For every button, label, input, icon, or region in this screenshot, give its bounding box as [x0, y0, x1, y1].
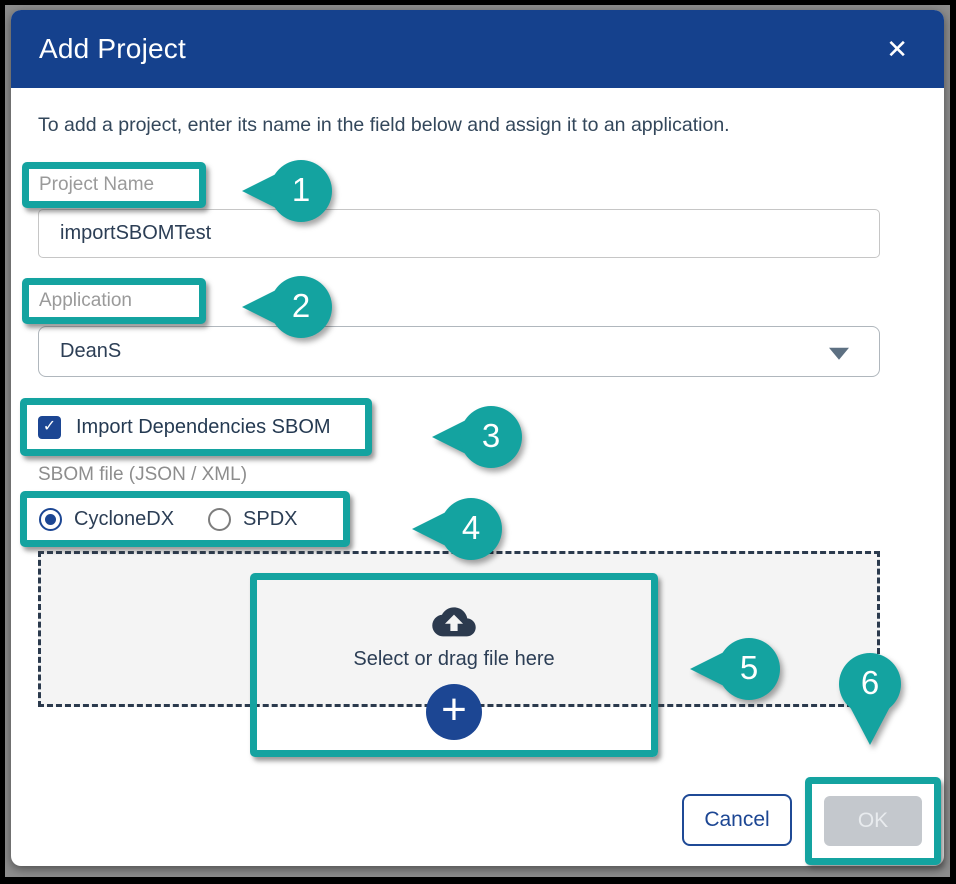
import-sbom-row: ✓ Import Dependencies SBOM — [27, 415, 331, 439]
pin-number: 5 — [739, 649, 759, 687]
pin-number: 4 — [461, 509, 481, 547]
pin-shape — [242, 276, 332, 338]
add-project-dialog: Add Project ✕ To add a project, enter it… — [11, 10, 944, 866]
annotation-pin-5: 5 — [688, 636, 782, 702]
annotation-pin-6: 6 — [837, 653, 903, 747]
application-dropdown[interactable]: DeanS — [38, 326, 880, 377]
annotation-pin-4: 4 — [410, 496, 504, 562]
annotation-highlight-import-sbom: ✓ Import Dependencies SBOM — [20, 398, 372, 456]
cancel-button[interactable]: Cancel — [682, 794, 792, 846]
radio-cyclonedx-label: CycloneDX — [74, 507, 175, 530]
sbom-file-label: SBOM file (JSON / XML) — [38, 464, 248, 485]
dialog-title: Add Project — [39, 33, 186, 64]
application-label: Application — [39, 290, 132, 311]
checkmark-icon: ✓ — [42, 418, 57, 435]
chevron-down-icon — [829, 347, 849, 360]
annotation-highlight-application-label: Application — [22, 278, 206, 324]
radio-selected-dot — [45, 513, 56, 525]
format-radio-group: CycloneDX SPDX — [27, 507, 298, 531]
pin-shape — [839, 653, 901, 745]
radio-spdx[interactable] — [208, 507, 232, 531]
drop-zone-text: Select or drag file here — [353, 648, 555, 670]
project-name-label: Project Name — [39, 174, 155, 195]
upload-cloud-icon — [432, 607, 476, 637]
annotation-pin-3: 3 — [430, 404, 524, 470]
annotation-highlight-format-radios: CycloneDX SPDX — [20, 491, 350, 547]
project-name-input[interactable] — [38, 209, 880, 258]
pin-shape — [690, 638, 780, 700]
pin-number: 3 — [481, 417, 501, 455]
import-sbom-checkbox[interactable]: ✓ — [38, 415, 61, 439]
pin-shape — [432, 406, 522, 468]
annotation-highlight-ok-button: OK — [805, 777, 941, 865]
annotation-pin-2: 2 — [240, 274, 334, 340]
pin-number: 6 — [860, 664, 880, 702]
annotation-pin-1: 1 — [240, 158, 334, 224]
plus-icon: + — [441, 685, 467, 734]
application-dropdown-value: DeanS — [60, 340, 122, 362]
import-sbom-label: Import Dependencies SBOM — [76, 415, 331, 438]
pin-number: 2 — [291, 287, 311, 325]
pin-shape — [412, 498, 502, 560]
annotation-highlight-upload-area: Select or drag file here + — [250, 573, 658, 757]
ok-button[interactable]: OK — [824, 796, 922, 846]
annotation-highlight-project-name-label: Project Name — [22, 162, 206, 208]
radio-spdx-label: SPDX — [243, 507, 298, 530]
radio-cyclonedx[interactable] — [39, 507, 62, 531]
add-file-button[interactable]: + — [426, 684, 482, 740]
pin-number: 1 — [291, 171, 311, 209]
pin-shape — [242, 160, 332, 222]
dialog-header: Add Project ✕ — [11, 10, 944, 88]
dialog-instruction: To add a project, enter its name in the … — [38, 114, 730, 136]
close-icon[interactable]: ✕ — [886, 34, 908, 64]
